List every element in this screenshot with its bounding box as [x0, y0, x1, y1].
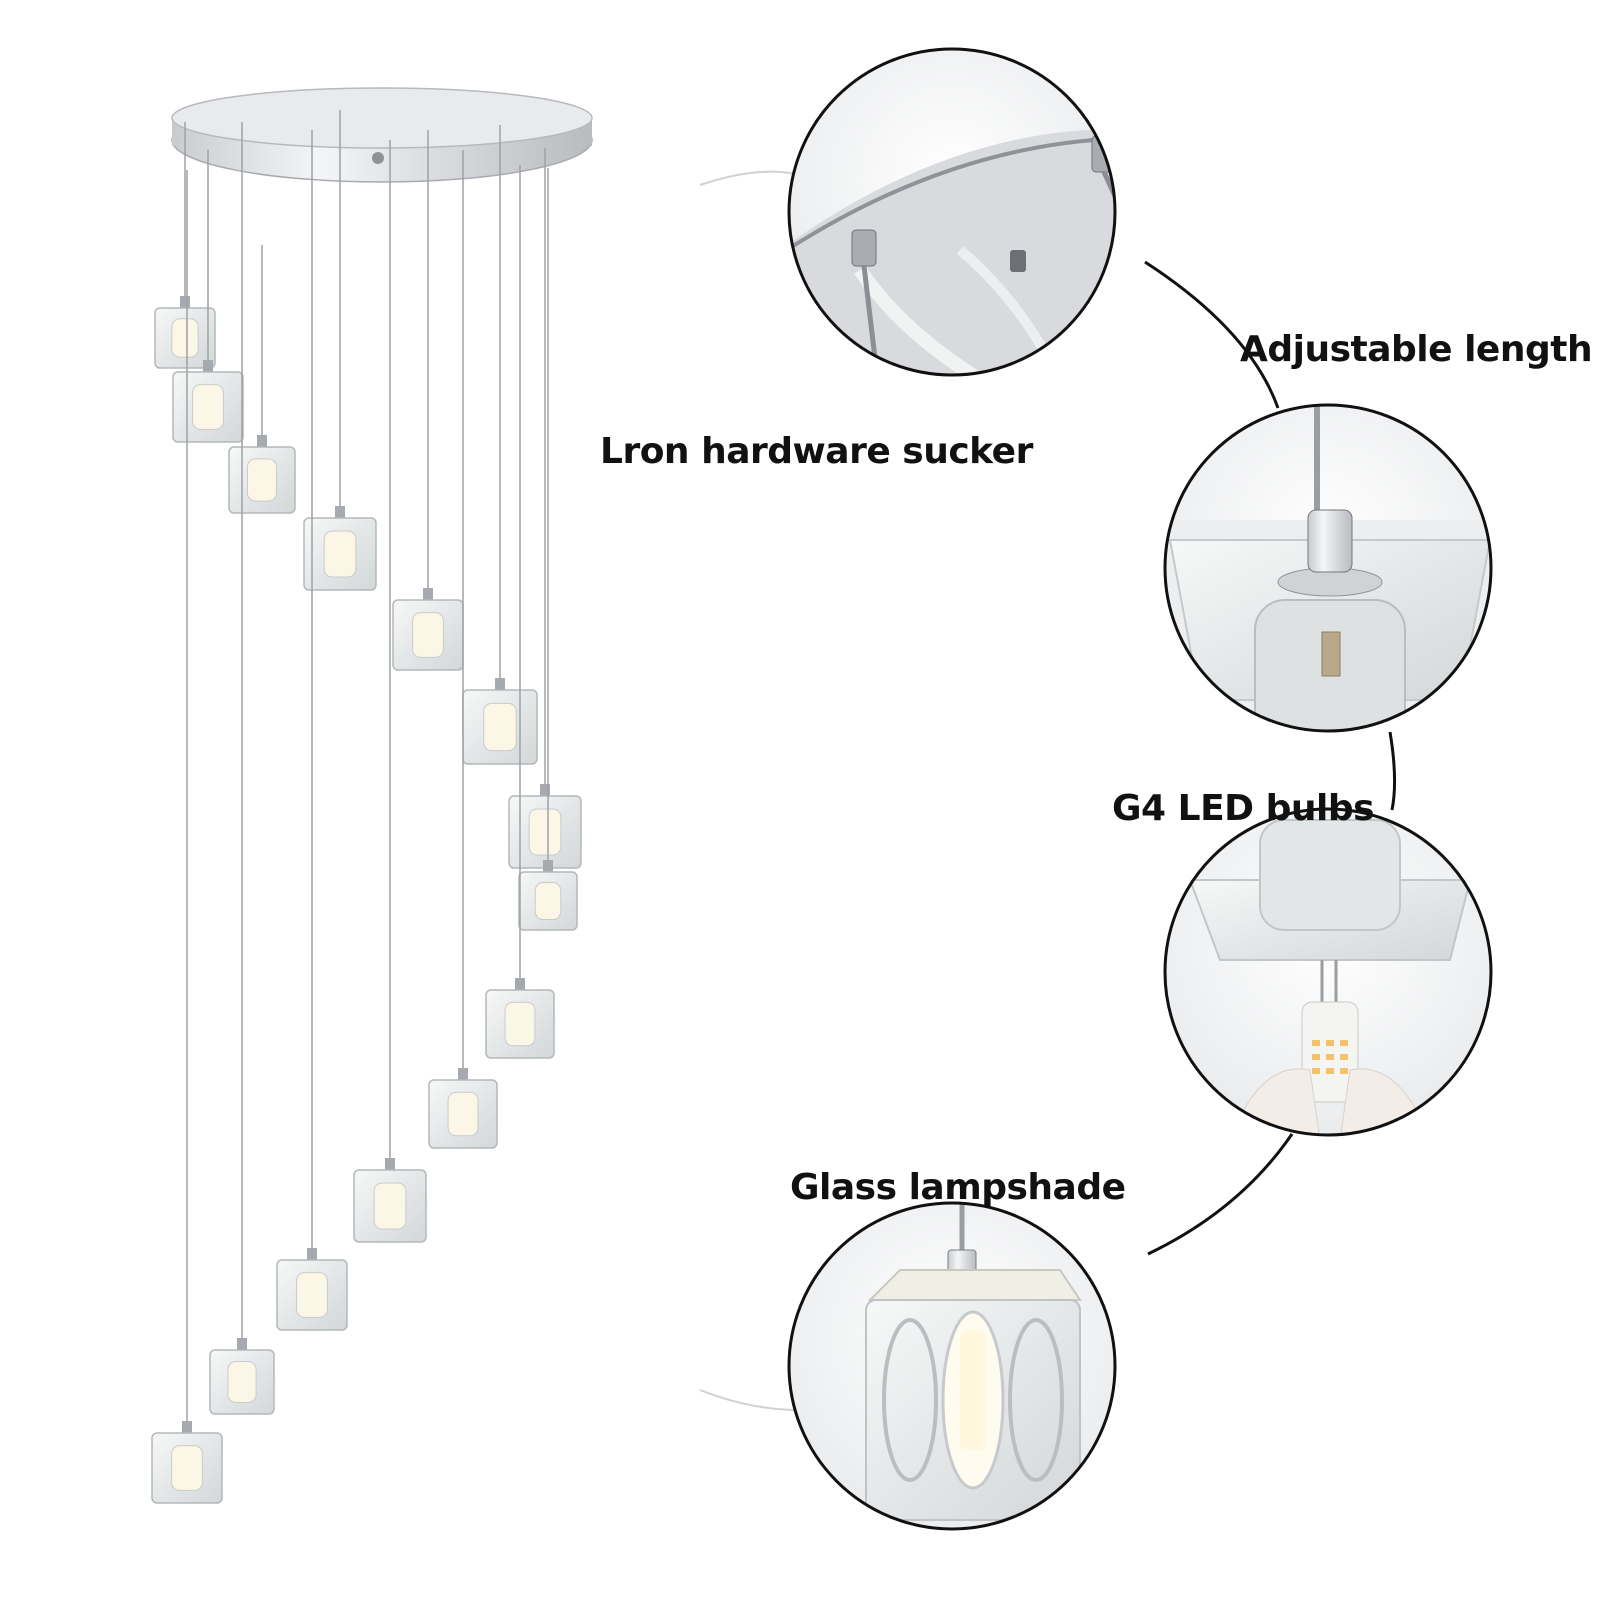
pendant-bulb: [246, 458, 278, 502]
pendant-bulb: [447, 1091, 479, 1137]
pendant-bulb: [412, 612, 444, 658]
pendant-cap: [515, 978, 525, 990]
zoom-g4-led-bulbs: [1163, 807, 1493, 1137]
pendant-cap: [237, 1338, 247, 1350]
pendant-bulb: [534, 881, 562, 921]
pendant-cap: [307, 1248, 317, 1260]
pendant-bulb: [528, 808, 562, 856]
zoom-hardware-sucker: [787, 47, 1117, 377]
pendant-cap: [385, 1158, 395, 1170]
callout-adjustable-length: Adjustable length: [1240, 329, 1593, 370]
pendant-cap: [257, 435, 267, 447]
pendant-cap: [458, 1068, 468, 1080]
pendant-cap: [495, 678, 505, 690]
ceiling-canopy: [171, 87, 593, 183]
pendant-cap: [423, 588, 433, 600]
zoom-glass-lampshade: [787, 1201, 1117, 1531]
pendant-cap: [203, 360, 213, 372]
pendant-bulb: [227, 1361, 257, 1403]
pendant-bulb: [483, 702, 517, 752]
connector-lines: [699, 170, 1397, 1411]
pendant-bulb: [323, 530, 357, 578]
pendant-bulb: [171, 318, 199, 358]
pendant-bulb: [192, 384, 224, 430]
pendant-bulb: [504, 1001, 536, 1047]
pendant-bulb: [373, 1182, 407, 1230]
pendant-cap: [180, 296, 190, 308]
pendant-cap: [540, 784, 550, 796]
pendant-bulb: [296, 1272, 328, 1318]
pendant-lights: [151, 110, 582, 1504]
callout-hardware-sucker: Lron hardware sucker: [600, 431, 1033, 472]
zoom-adjustable-length: [1163, 403, 1493, 733]
callout-glass-lampshade: Glass lampshade: [790, 1167, 1126, 1208]
callout-g4-led-bulbs: G4 LED bulbs: [1112, 788, 1375, 829]
chandelier: [151, 87, 593, 1504]
pendant-cap: [543, 860, 553, 872]
pendant-cap: [335, 506, 345, 518]
pendant-bulb: [171, 1445, 203, 1491]
pendant-cap: [182, 1421, 192, 1433]
